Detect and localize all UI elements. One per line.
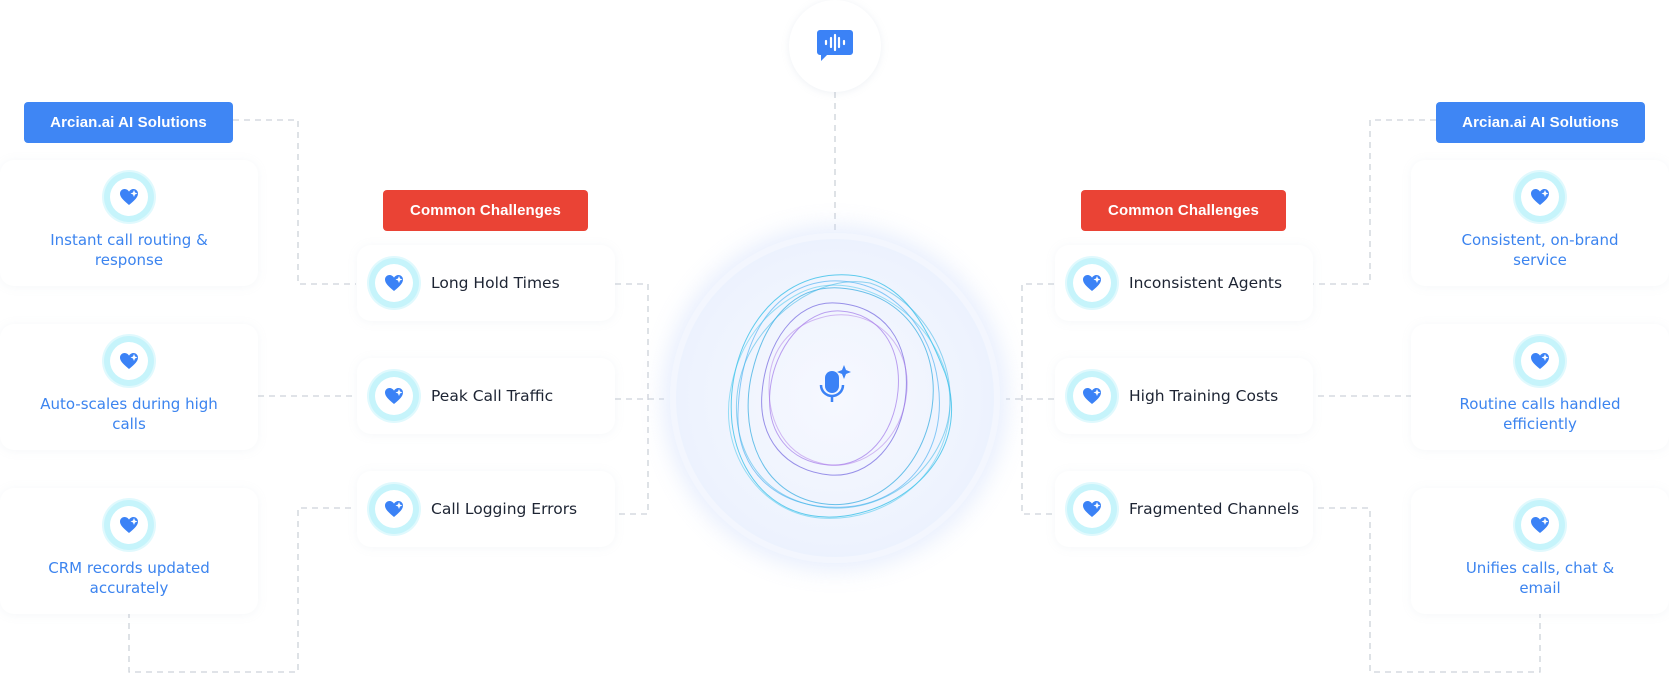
voice-chat-icon: [817, 30, 853, 61]
challenge-icon-halo: [369, 484, 419, 534]
heart-sparkle-icon: [1531, 517, 1549, 533]
heart-sparkle-icon: [1083, 275, 1101, 291]
solution-text: CRM records updated accurately: [48, 559, 210, 597]
solution-icon-halo: [1515, 336, 1565, 386]
challenge-text: Call Logging Errors: [431, 500, 578, 518]
solution-icon-halo: [104, 500, 154, 550]
challenge-text: Fragmented Channels: [1129, 500, 1300, 518]
challenge-icon-halo: [1067, 371, 1117, 421]
left-solution-card-3: CRM records updated accurately: [0, 488, 258, 614]
solution-icon-halo: [1515, 500, 1565, 550]
challenge-text: Long Hold Times: [431, 274, 560, 292]
left-solution-card-2: Auto-scales during high calls: [0, 324, 258, 450]
challenge-text: High Training Costs: [1129, 387, 1279, 405]
wave-rings-graphic: [728, 274, 953, 519]
right-solution-card-2: Routine calls handled efficiently: [1411, 324, 1669, 450]
solution-text: Routine calls handled efficiently: [1459, 395, 1621, 433]
solution-icon-halo: [104, 172, 154, 222]
challenge-icon-halo: [1067, 484, 1117, 534]
challenge-icon-halo: [369, 371, 419, 421]
challenge-icon-halo: [1067, 258, 1117, 308]
heart-sparkle-icon: [1083, 388, 1101, 404]
heart-sparkle-icon: [120, 353, 138, 369]
challenge-text: Peak Call Traffic: [431, 387, 554, 405]
challenge-text: Inconsistent Agents: [1129, 274, 1283, 292]
solution-text: Unifies calls, chat & email: [1465, 559, 1615, 597]
solution-text: Consistent, on-brand service: [1461, 231, 1619, 269]
heart-sparkle-icon: [385, 388, 403, 404]
right-challenge-card-3: Fragmented Channels: [1055, 471, 1313, 547]
solution-text: Instant call routing & response: [50, 231, 208, 269]
heart-sparkle-icon: [1531, 353, 1549, 369]
top-voice-icon-circle: [789, 0, 881, 92]
right-solution-card-3: Unifies calls, chat & email: [1411, 488, 1669, 614]
right-challenge-card-1: Inconsistent Agents: [1055, 245, 1313, 321]
right-challenges-badge: Common Challenges: [1081, 190, 1286, 231]
heart-sparkle-icon: [120, 517, 138, 533]
right-solutions-badge: Arcian.ai AI Solutions: [1436, 102, 1645, 143]
left-challenge-card-1: Long Hold Times: [357, 245, 615, 321]
challenge-icon-halo: [369, 258, 419, 308]
left-solutions-badge: Arcian.ai AI Solutions: [24, 102, 233, 143]
heart-sparkle-icon: [385, 275, 403, 291]
left-solution-card-1: Instant call routing & response: [0, 160, 258, 286]
left-challenge-card-2: Peak Call Traffic: [357, 358, 615, 434]
heart-sparkle-icon: [385, 501, 403, 517]
right-solution-card-1: Consistent, on-brand service: [1411, 160, 1669, 286]
solution-text: Auto-scales during high calls: [40, 395, 218, 433]
heart-sparkle-icon: [1531, 189, 1549, 205]
left-challenges-badge: Common Challenges: [383, 190, 588, 231]
right-challenge-card-2: High Training Costs: [1055, 358, 1313, 434]
left-challenge-card-3: Call Logging Errors: [357, 471, 615, 547]
heart-sparkle-icon: [120, 189, 138, 205]
solution-icon-halo: [1515, 172, 1565, 222]
heart-sparkle-icon: [1083, 501, 1101, 517]
center-voice-ring: [670, 233, 1000, 563]
solution-icon-halo: [104, 336, 154, 386]
